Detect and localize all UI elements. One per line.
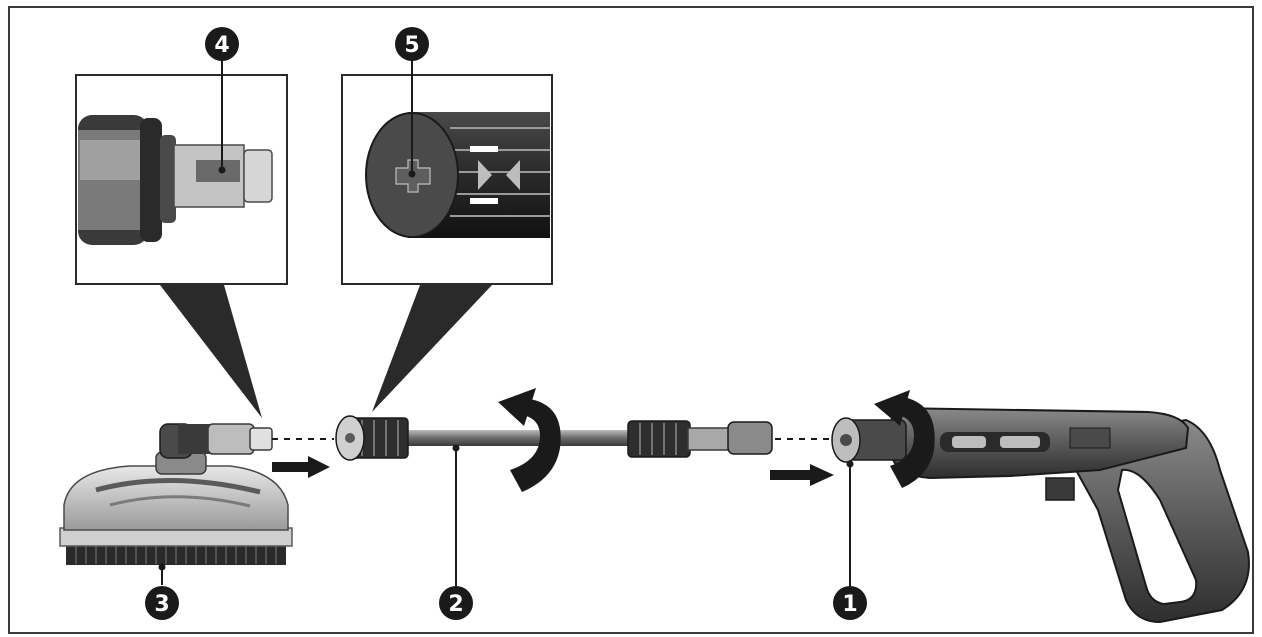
lance-rod: [400, 430, 632, 446]
brush-connector: [207, 423, 255, 455]
detail-box-5: [341, 45, 553, 412]
detail-pointer-5: [372, 285, 492, 412]
callout-badge-5: 5: [395, 27, 429, 61]
callout-label-4: 4: [214, 33, 229, 58]
gun-trigger-lock: [1045, 477, 1075, 501]
push-arrow-icon: [770, 464, 834, 486]
callout-badge-1: 1: [833, 586, 867, 620]
push-arrow-icon: [272, 456, 330, 478]
coupling-notch: [196, 160, 240, 182]
detail-pointer-4: [160, 285, 262, 418]
callout-label-3: 3: [154, 592, 169, 617]
gun-trigger-guard: [1116, 468, 1198, 606]
spray-gun: [831, 406, 1250, 624]
callout-badge-2: 2: [439, 586, 473, 620]
callout-label-1: 1: [842, 592, 857, 617]
detail-box-4: [75, 45, 288, 418]
outer-frame: [8, 6, 1254, 634]
callout-badge-3: 3: [145, 586, 179, 620]
callout-label-2: 2: [448, 592, 463, 617]
rotate-arrow-icon: [874, 390, 935, 488]
extension-lance: [335, 415, 773, 586]
callout-label-5: 5: [404, 33, 419, 58]
surface-brush: [59, 423, 293, 585]
rotate-arrow-icon: [498, 388, 561, 492]
lance-grip: [627, 420, 691, 458]
callout-badge-4: 4: [205, 27, 239, 61]
